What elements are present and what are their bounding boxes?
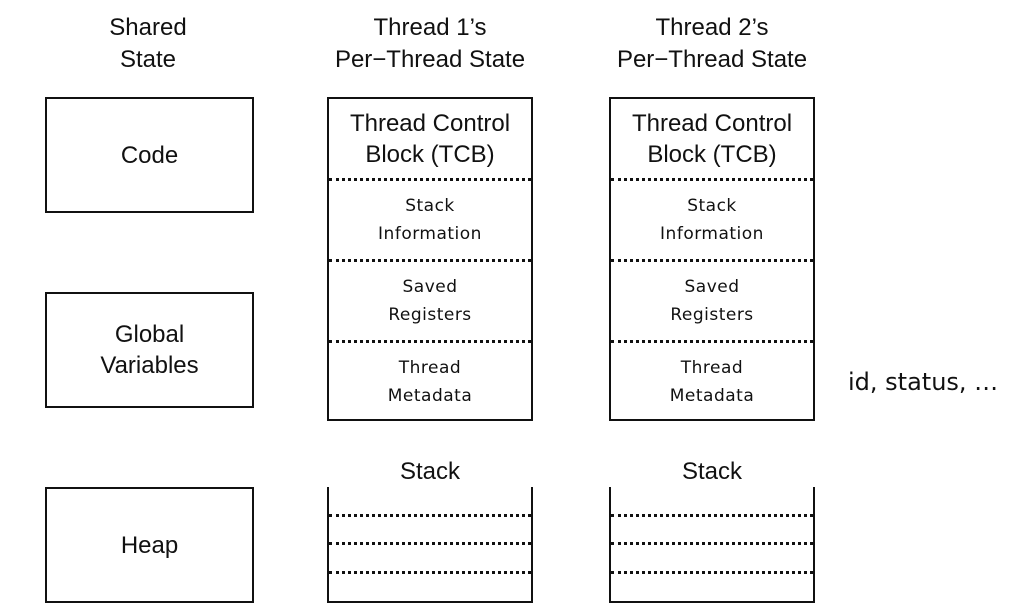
stack-frame-divider <box>329 542 531 545</box>
stack-frame-divider <box>329 514 531 517</box>
thread2-tcb-title: Thread Control Block (TCB) <box>631 110 793 168</box>
divider <box>329 259 531 262</box>
thread1-stack-information: Stack Information <box>378 196 482 244</box>
divider <box>329 340 531 343</box>
thread2-stack-information: Stack Information <box>660 196 764 244</box>
stack-frame-divider <box>611 571 813 574</box>
thread1-saved-registers: Saved Registers <box>388 277 472 325</box>
thread1-metadata: Thread Metadata <box>387 358 473 406</box>
global-variables-box: Global Variables <box>45 292 254 408</box>
thread2-stack-label: Stack <box>681 458 743 485</box>
thread2-stack <box>609 487 815 603</box>
thread2-tcb: Thread Control Block (TCB) Stack Informa… <box>609 97 815 421</box>
stack-frame-divider <box>329 571 531 574</box>
thread2-heading: Thread 2’s Per−Thread State <box>616 14 808 73</box>
divider <box>611 178 813 181</box>
divider <box>329 178 531 181</box>
thread2-saved-registers: Saved Registers <box>670 277 754 325</box>
code-box: Code <box>45 97 254 213</box>
metadata-annotation: id, status, … <box>848 368 999 396</box>
heap-box: Heap <box>45 487 254 603</box>
thread1-stack-label: Stack <box>399 458 461 485</box>
divider <box>611 259 813 262</box>
thread2-metadata: Thread Metadata <box>669 358 755 406</box>
shared-state-heading: Shared State <box>109 14 187 73</box>
thread1-stack <box>327 487 533 603</box>
thread1-heading: Thread 1’s Per−Thread State <box>334 14 526 73</box>
thread1-tcb: Thread Control Block (TCB) Stack Informa… <box>327 97 533 421</box>
thread1-tcb-title: Thread Control Block (TCB) <box>349 110 511 168</box>
stack-frame-divider <box>611 514 813 517</box>
stack-frame-divider <box>611 542 813 545</box>
divider <box>611 340 813 343</box>
